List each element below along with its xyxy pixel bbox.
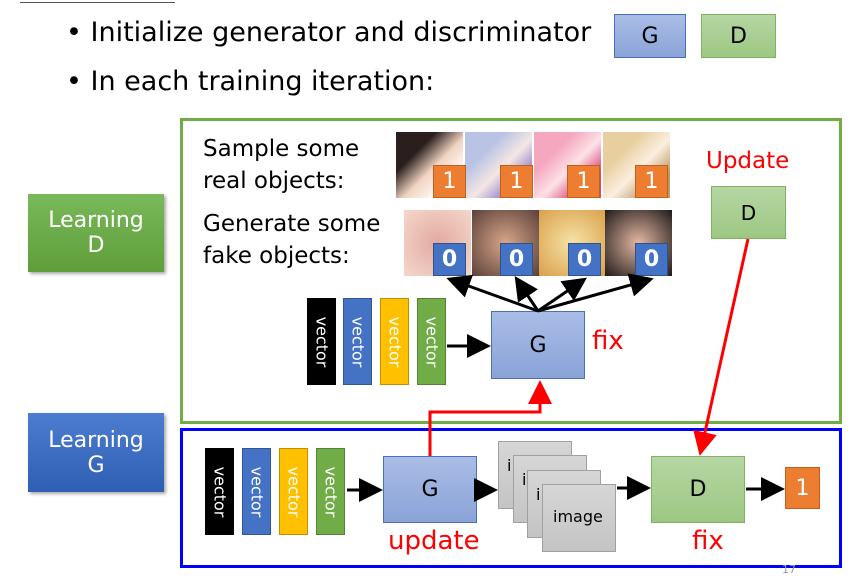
bullet-2: • In each training iteration: <box>66 66 435 97</box>
bullet-text: In each training iteration: <box>90 66 435 97</box>
text-line: Sample some <box>203 136 360 162</box>
header-d-box: D <box>701 14 776 58</box>
fake-label: 0 <box>568 243 601 276</box>
generator-to-fake-arrows <box>347 273 785 502</box>
text-line: Generate some <box>203 211 381 237</box>
d-fix-arrow <box>693 238 750 456</box>
fake-objects-text: Generate some fake objects: <box>203 208 380 272</box>
vector-yellow: vector <box>279 448 308 535</box>
real-label: 1 <box>635 165 668 198</box>
vector-blue: vector <box>242 448 271 535</box>
real-objects-text: Sample some real objects: <box>203 133 359 197</box>
label-line: Learning <box>48 427 144 453</box>
image-card: image <box>542 484 616 552</box>
header-g-box: G <box>614 14 686 58</box>
update-label-bottom: update <box>388 526 480 556</box>
vector-green: vector <box>316 448 345 535</box>
generator-top-box: G <box>491 311 585 379</box>
fake-label: 0 <box>635 243 668 276</box>
generator-bottom-box: G <box>383 456 477 523</box>
fix-label-bottom: fix <box>692 526 724 556</box>
vector-green: vector <box>417 298 446 385</box>
page-number: 17 <box>782 563 796 576</box>
bullet-text: Initialize generator and discriminator <box>90 17 592 48</box>
learning-g-panel <box>180 428 842 568</box>
real-label: 1 <box>433 165 466 198</box>
discriminator-top-box: D <box>711 186 786 239</box>
output-label: 1 <box>785 467 820 509</box>
vector-blue: vector <box>343 298 372 385</box>
real-label: 1 <box>567 165 600 198</box>
image-text: image <box>553 507 603 526</box>
fake-label: 0 <box>433 243 466 276</box>
fix-label-top: fix <box>592 326 624 356</box>
vector-yellow: vector <box>380 298 409 385</box>
learning-d-panel <box>180 118 842 424</box>
fake-label: 0 <box>500 243 533 276</box>
update-g-arrow <box>428 380 552 456</box>
text-line: fake objects: <box>203 243 350 269</box>
vector-black: vector <box>205 448 234 535</box>
vector-black: vector <box>307 298 336 385</box>
image-text: i <box>522 470 527 489</box>
update-label-top: Update <box>706 148 790 174</box>
image-text: i <box>507 456 512 475</box>
discriminator-bottom-box: D <box>651 456 745 523</box>
image-text: i <box>536 485 541 504</box>
label-line: D <box>87 233 105 258</box>
text-line: real objects: <box>203 168 345 194</box>
label-line: G <box>87 452 105 478</box>
label-line: Learning <box>48 208 144 233</box>
bullet-1: • Initialize generator and discriminator <box>66 17 592 48</box>
top-rule <box>20 2 175 3</box>
real-label: 1 <box>500 165 533 198</box>
